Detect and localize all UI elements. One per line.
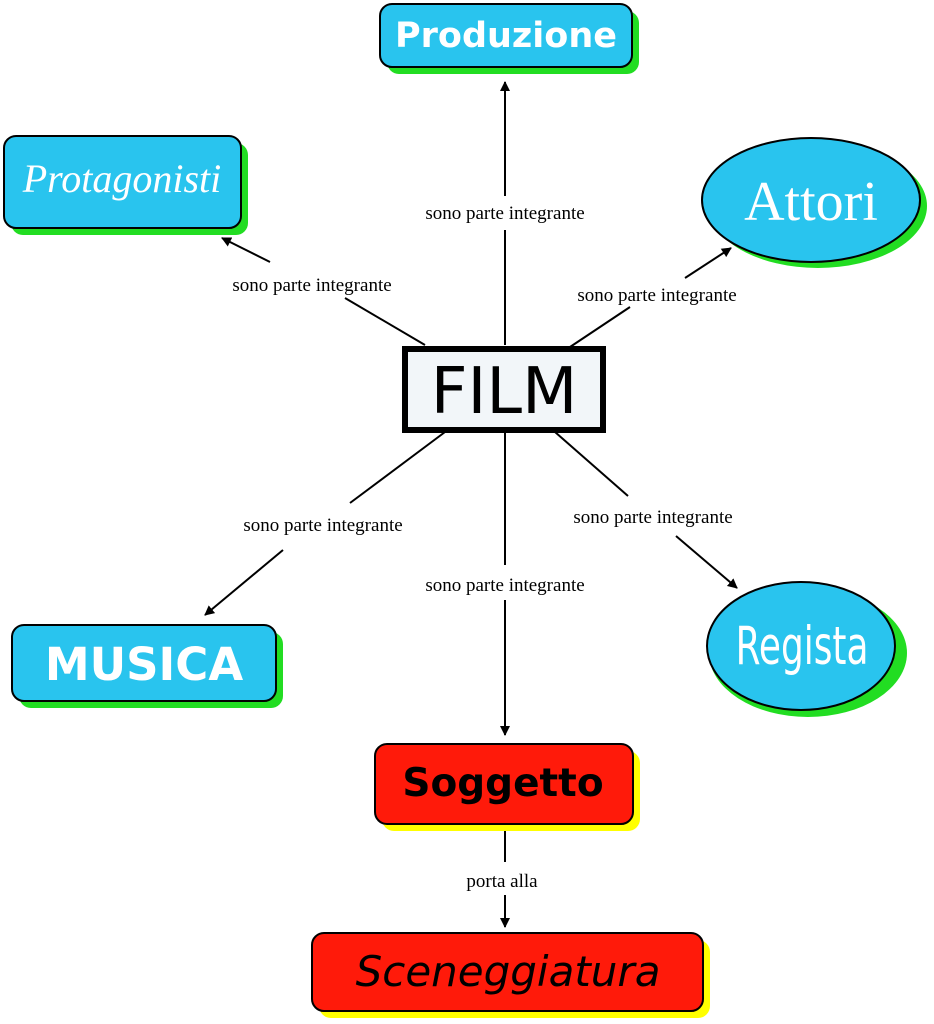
- edge-line-protagonisti-a: [344, 297, 426, 346]
- edge-line-musica-a: [349, 431, 446, 504]
- node-attori: Attori: [701, 137, 927, 268]
- edge-line-protagonisti-b: [221, 237, 271, 263]
- node-produzione: Produzione: [379, 3, 639, 74]
- edge-label-regista: sono parte integrante: [573, 507, 732, 528]
- edge-label-attori: sono parte integrante: [577, 285, 736, 306]
- edge-line-attori-a: [569, 306, 631, 348]
- edge-line-attori-b: [684, 247, 732, 279]
- edge-label-soggetto: sono parte integrante: [425, 575, 584, 596]
- edge-line-musica-b: [204, 549, 284, 616]
- edge-label-musica: sono parte integrante: [243, 515, 402, 536]
- node-musica-label: MUSICA: [45, 638, 243, 691]
- edge-line-regista-b: [675, 535, 738, 589]
- edge-label-sceneggiatura: porta alla: [466, 871, 538, 892]
- node-regista: Regista: [706, 581, 907, 717]
- node-soggetto: Soggetto: [374, 743, 640, 831]
- node-regista-label: Regista: [736, 615, 869, 677]
- node-attori-label: Attori: [744, 171, 878, 233]
- edge-label-produzione: sono parte integrante: [425, 203, 584, 224]
- node-protagonisti-label: Protagonisti: [22, 156, 222, 201]
- node-produzione-label: Produzione: [395, 16, 617, 56]
- edge-line-regista-a: [554, 431, 629, 497]
- node-film-label: FILM: [431, 355, 578, 429]
- node-film: FILM: [402, 346, 606, 433]
- node-soggetto-label: Soggetto: [402, 761, 603, 806]
- node-musica: MUSICA: [11, 624, 283, 708]
- node-protagonisti: Protagonisti: [3, 135, 248, 235]
- node-sceneggiatura-label: Sceneggiatura: [356, 947, 661, 996]
- edge-label-protagonisti: sono parte integrante: [232, 275, 391, 296]
- node-sceneggiatura: Sceneggiatura: [311, 932, 710, 1018]
